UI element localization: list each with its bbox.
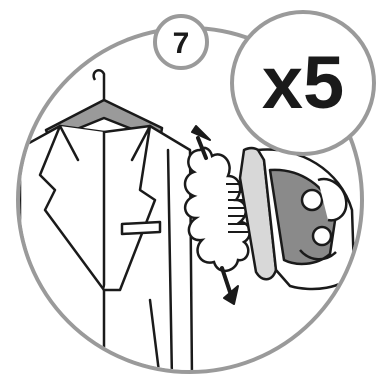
repeat-badge: x5	[232, 12, 374, 154]
repeat-count: x5	[262, 41, 344, 124]
step-badge: 7	[155, 16, 207, 68]
step-number: 7	[173, 27, 190, 60]
jacket-icon	[20, 126, 192, 380]
